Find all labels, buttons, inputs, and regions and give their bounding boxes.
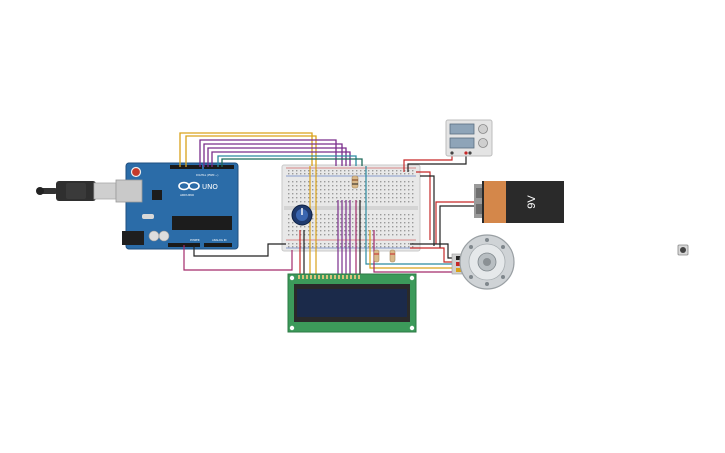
microcontroller-chip [172, 216, 232, 230]
resistor[interactable] [389, 249, 396, 263]
arduino-logo [178, 181, 200, 191]
usb-cable-icon[interactable] [36, 181, 117, 201]
arduino-power-wires [183, 243, 293, 271]
wire-green[interactable] [221, 158, 363, 167]
wire-magenta[interactable] [183, 245, 293, 271]
reset-button[interactable] [130, 166, 142, 178]
arduino-data-wires [179, 132, 363, 167]
potentiometer-icon[interactable] [291, 204, 313, 226]
dc-motor-icon[interactable] [451, 234, 515, 290]
lcd-wires [299, 166, 361, 276]
wire-purple[interactable] [199, 139, 337, 167]
resistor[interactable] [351, 175, 359, 189]
battery-9v[interactable]: 9V [474, 181, 564, 223]
analog-label: ANALOG IN [212, 238, 226, 242]
dc-jack [122, 231, 144, 245]
wire-yellow[interactable] [185, 135, 317, 167]
wire-teal[interactable] [217, 155, 357, 167]
power-label: POWER [190, 238, 200, 242]
usb-port [115, 179, 143, 203]
pushbutton-icon[interactable] [677, 244, 689, 256]
battery-voltage-label: 9V [526, 195, 538, 209]
lcd-pin-header [298, 275, 360, 279]
breadboard-holes [288, 170, 414, 248]
resistor[interactable] [373, 249, 380, 263]
wire-purple[interactable] [207, 147, 347, 167]
digital-label: DIGITAL (PWM ~) [196, 173, 218, 177]
wire-purple[interactable] [203, 143, 343, 167]
uno-label: UNO [202, 183, 218, 191]
wire-black[interactable] [193, 243, 286, 257]
lcd-screen [297, 289, 407, 317]
relay-icon[interactable] [445, 119, 493, 157]
wire-yellow[interactable] [179, 132, 313, 167]
brand-label: ARDUINO [180, 193, 195, 197]
arduino-uno-board[interactable]: UNO ARDUINO DIGITAL (PWM ~) POWER ANALOG… [115, 162, 239, 250]
lcd-display[interactable] [287, 273, 417, 333]
